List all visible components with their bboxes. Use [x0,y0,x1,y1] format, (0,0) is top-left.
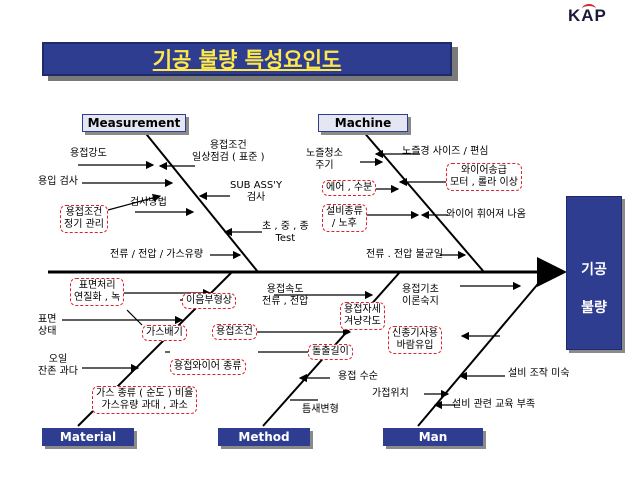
bone-man [417,271,549,427]
cause-label: 잔존 과다 [38,366,78,377]
cause-current-voltage-uneven: 전류 . 전압 불균일 [366,249,444,260]
cause-wire-feed-motor: 와이어송급 모터 , 롤라 이상 [446,163,522,191]
cause-label: 용접조건 [209,140,247,151]
cause-label: 표면처리 [78,280,116,291]
cause-label: 초 , 중 , 종 [262,221,309,232]
cause-label: / 노후 [331,218,357,229]
cause-new-equipment-wind: 신종기사용 바람유입 [388,326,442,354]
cause-label: 바람유입 [396,340,434,351]
cause-surface-state: 표면 상태 [38,314,56,338]
cause-welding-theory: 용접기초 이론숙지 [402,284,439,308]
cause-weld-condition: 용접조건 [212,324,257,340]
cause-label: 용접기초 [402,284,439,295]
effect-label-line1: 기공 [581,262,607,278]
cause-weld-wire-type: 용접와이어 종류 [170,359,246,375]
cause-label: Test [275,233,296,244]
cause-nozzle-size: 노즐경 사이즈 / 편심 [402,146,489,157]
cause-label: 가스유량 과대 , 과소 [101,400,188,411]
cause-equipment-aging: 설비종류 / 노후 [322,204,367,232]
cause-label: 노즐청소 [306,148,343,159]
category-machine: Machine [318,114,408,132]
cause-label: 상태 [38,326,57,337]
effect-box: 기공 불량 [566,196,622,350]
bone-measurement [142,129,259,273]
cause-initial-mid-final-test: 초 , 중 , 종 Test [262,221,309,245]
cause-training-lack: 설비 관련 교육 부족 [452,399,536,410]
cause-label: 겨냥각도 [344,316,381,327]
cause-tack-position: 가접위치 [372,388,409,399]
cause-label: 주기 [315,160,334,171]
cause-gas-exhaust: 가스배기 [142,325,187,341]
cause-label: 정기 관리 [64,219,104,230]
cause-weld-speed: 용접속도 전류 , 전압 [262,284,308,308]
cause-label: 검사 [246,192,266,203]
cause-label: 모터 , 롤라 이상 [450,177,518,188]
logo-arc-icon [582,4,596,14]
cause-label: 와이어송급 [460,165,507,176]
cause-label: 전류 , 전압 [262,296,309,307]
category-measurement: Measurement [82,114,186,132]
cause-surface-treatment: 표면처리 연질화 , 녹 [70,278,125,306]
cause-weld-strength: 용접강도 [70,148,107,159]
cause-weld-sequence: 용접 수순 [338,371,378,382]
title-banner: 기공 불량 특성요인도 [42,42,452,76]
category-method: Method [218,428,310,446]
cause-inspection-method: 검사방법 [130,197,167,208]
cause-wire-bent: 와이어 휘어져 나옴 [446,209,526,220]
cause-weld-posture: 용접자세 겨냥각도 [340,302,385,330]
category-man: Man [383,428,483,446]
cause-label: 설비종류 [326,206,363,217]
cause-label: 신종기사용 [392,328,438,339]
page-title: 기공 불량 특성요인도 [152,48,342,72]
cause-label: 이론숙지 [402,296,439,307]
cause-joint-shape: 이음부형상 [182,293,236,309]
cause-nozzle-cleaning: 노즐청소 주기 [306,148,343,172]
cause-gap-deformation: 틈새변형 [302,404,339,415]
cause-label: 용접자세 [344,304,381,315]
cause-label: 용접조건 [65,207,103,218]
cause-weld-condition-daily: 용접조건 일상점검 ( 표준 ) [192,140,265,164]
cause-current-voltage-gas: 전류 / 전압 / 가스유량 [110,249,204,260]
cause-stickout-length: 돌출길이 [308,344,353,360]
cause-penetration-check: 용입 검사 [38,176,78,187]
cause-label: 일상점검 ( 표준 ) [192,152,265,163]
cause-gas-type-flow: 가스 종류 ( 순도 ) 비율 가스유량 과대 , 과소 [92,386,198,414]
cause-label: 연질화 , 녹 [74,292,121,303]
category-material: Material [42,428,134,446]
cause-label: 가스 종류 ( 순도 ) 비율 [96,388,194,399]
cause-label: 용접속도 [266,284,304,295]
cause-weld-condition-periodic: 용접조건 정기 관리 [60,205,108,233]
cause-label: 오일 [48,354,68,365]
logo-text: KAP [568,6,607,25]
cause-label: SUB ASS'Y [230,180,283,191]
cause-air-moisture: 에어 , 수분 [322,180,377,196]
company-logo: KAP [568,4,628,28]
effect-label-line2: 불량 [581,300,607,316]
cause-label: 표면 [38,314,57,325]
cause-operation-unskilled: 설비 조작 미숙 [508,368,570,379]
cause-oil-residue: 오일 잔존 과다 [38,354,78,378]
cause-sub-assy-check: SUB ASS'Y 검사 [230,180,282,204]
